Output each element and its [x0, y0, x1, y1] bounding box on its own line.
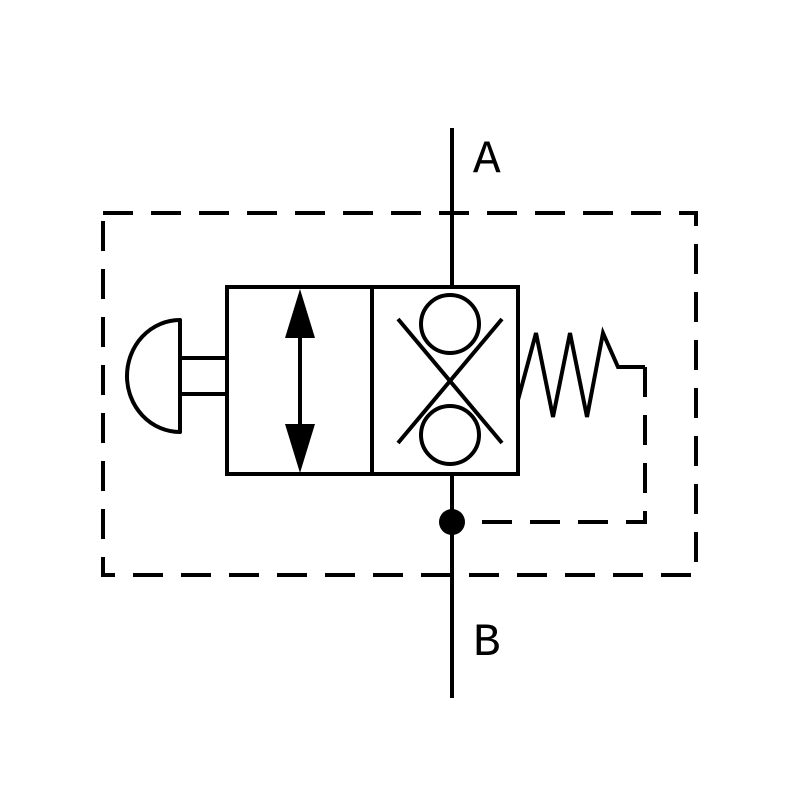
spring-icon [516, 326, 645, 418]
port-b-label: B [473, 617, 501, 669]
push-button-icon [125, 318, 227, 434]
port-a-label: A [473, 134, 501, 186]
flow-arrow-icon [285, 289, 315, 473]
valve-body [225, 285, 520, 476]
check-valve-icon [396, 293, 504, 466]
dashed-enclosure [101, 211, 698, 577]
dashed-pilot-line [455, 367, 647, 524]
valve-envelope-right [370, 285, 520, 476]
junction-dot [439, 509, 465, 535]
